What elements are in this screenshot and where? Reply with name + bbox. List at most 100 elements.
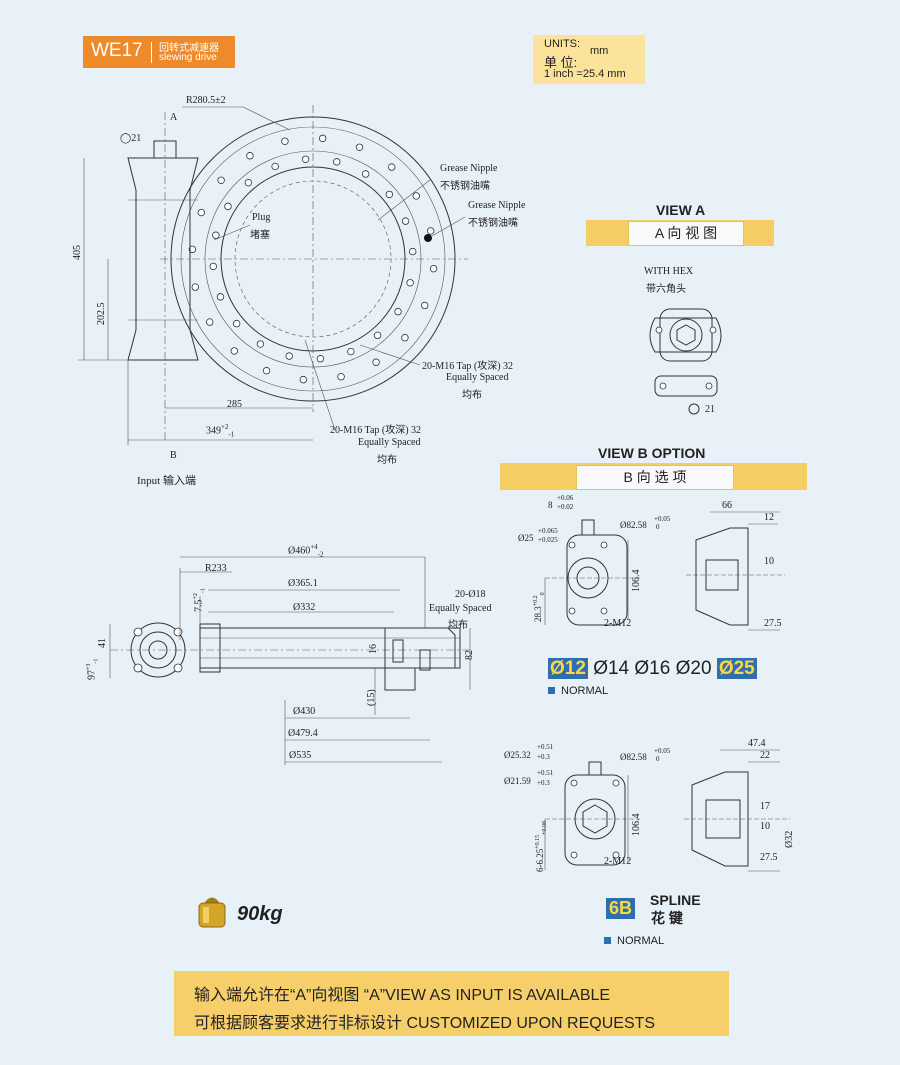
diameter-21-label: ◯21 — [120, 133, 142, 144]
bolt-hole — [409, 247, 417, 256]
opt1-d82-tol-upper: +0.05 — [654, 515, 671, 523]
section-b-label: B — [170, 450, 177, 461]
bolt-hole — [318, 134, 327, 143]
w349-value: 349 — [206, 425, 221, 437]
side-view — [109, 556, 471, 765]
option2-drawing — [544, 749, 790, 872]
bolt-hole — [212, 231, 220, 239]
footer-line-2: 可根据顾客要求进行非标设计 CUSTOMIZED UPON REQUESTS — [194, 1015, 656, 1032]
tap-spec-1-cn: 均布 — [462, 390, 482, 401]
bolt-hole — [232, 319, 241, 328]
view-a-drawing — [649, 308, 722, 415]
bolt-hole — [246, 152, 254, 160]
opt1-d8-tol-upper: +0.06 — [557, 494, 574, 502]
width-285-dim: 285 — [227, 399, 242, 410]
normal-label-2: NORMAL — [617, 935, 665, 947]
bolt-hole — [372, 358, 380, 366]
d7-value: 7.5 — [193, 599, 205, 613]
input-label: Input 输入端 — [137, 475, 196, 487]
opt2-d21-value: Ø21.59 — [504, 776, 531, 786]
bolt-hole — [401, 334, 409, 342]
d7-dim: 7.5+2-1 — [193, 588, 206, 612]
d430-dim: Ø430 — [293, 706, 316, 717]
opt2-d6-tol-upper: +0.15 — [535, 834, 541, 849]
shaft-option-14: Ø14 — [593, 658, 630, 679]
d7-tol-upper: +2 — [193, 593, 199, 600]
opt1-d28-tol-lower: 0 — [539, 592, 546, 596]
product-name-cn: 回转式减速器 — [159, 43, 219, 54]
opt2-d25-tol-lower: +0.3 — [537, 753, 550, 761]
opt2-d6: 6-6.25+0.15+0.08 — [535, 821, 548, 872]
d460-tol-upper: +4 — [310, 543, 318, 551]
bolt-hole — [271, 162, 279, 171]
bolt-hole — [217, 176, 225, 184]
d15-dim: (15) — [366, 689, 377, 706]
bolt-hole — [256, 340, 265, 348]
bolt-hole — [188, 245, 197, 254]
d21-value: 21 — [131, 133, 142, 144]
opt1-d25-value: Ø25 — [518, 533, 534, 543]
model-code: WE17 — [91, 40, 143, 61]
normal-legend-1: NORMAL — [548, 685, 608, 697]
bolt-hole — [244, 178, 253, 187]
d41-dim: 41 — [97, 638, 108, 648]
plug-label-en: Plug — [252, 212, 271, 223]
footer-note: 输入端允许在“A”向视图 “A”VIEW AS INPUT IS AVAILAB… — [174, 971, 729, 1036]
opt2-d82-value: Ø82.58 — [620, 752, 647, 762]
opt2-d82-tol-lower: 0 — [656, 755, 660, 763]
view-b-title: VIEW B OPTION — [598, 445, 706, 461]
normal-marker-icon — [604, 937, 611, 944]
opt1-d28: 28.3+0.20 — [533, 592, 546, 622]
shaft-option-16: Ø16 — [634, 658, 671, 679]
opt2-d25: Ø25.32+0.51+0.3 — [504, 743, 553, 761]
opt1-d8-value: 8 — [548, 500, 553, 510]
worm-housing — [127, 112, 199, 440]
opt1-d82-tol-lower: 0 — [656, 523, 660, 531]
bolt-hole — [426, 227, 435, 235]
grease-nipple-2-en: Grease Nipple — [468, 200, 526, 211]
option1-drawing — [544, 511, 785, 631]
opt1-d106: 106.4 — [631, 569, 642, 593]
opt1-d25-tol-lower: +0.025 — [538, 536, 558, 544]
grease-nipple-marker — [424, 234, 432, 242]
view-b-title-cn: B 向 选 项 — [576, 465, 734, 490]
spline-label-en: SPLINE — [650, 892, 701, 908]
tap-spec-2-spacing: Equally Spaced — [358, 437, 421, 448]
d460-tol-lower: -2 — [317, 550, 324, 559]
bolt-hole — [206, 318, 214, 326]
d97-value: 97 — [86, 670, 98, 680]
top-view-ring — [160, 105, 468, 412]
spline-label-cn: 花 键 — [651, 910, 683, 926]
opt2-d27: 27.5 — [760, 852, 778, 863]
opt2-d10: 10 — [760, 821, 770, 832]
w349-tol-lower: -1 — [228, 430, 235, 439]
bolt-hole — [285, 352, 293, 360]
footer-line-1: 输入端允许在“A”向视图 “A”VIEW AS INPUT IS AVAILAB… — [194, 987, 611, 1004]
bolt-hole — [388, 163, 396, 171]
opt1-d25: Ø25+0.065+0.025 — [518, 527, 558, 544]
bolt-hole — [191, 283, 200, 291]
width-349-dim: 349+2-1 — [206, 423, 234, 438]
weight-icon — [198, 897, 226, 928]
opt1-d10: 10 — [764, 556, 774, 567]
bolt-hole — [347, 347, 355, 356]
opt2-d82-tol-upper: +0.05 — [654, 747, 671, 755]
opt2-d47: 47.4 — [748, 738, 766, 749]
d332-dim: Ø332 — [293, 602, 316, 613]
bolt-hole — [316, 355, 325, 363]
units-label-en: UNITS: — [544, 38, 581, 50]
bolt-hole — [385, 190, 394, 199]
units-box: UNITS: mm 单 位: 1 inch =25.4 mm — [533, 35, 645, 84]
opt2-m12: 2-M12 — [604, 856, 632, 867]
view-a-d21: 21 — [705, 404, 715, 415]
bolt-hole — [299, 375, 308, 384]
units-conversion: 1 inch =25.4 mm — [544, 68, 626, 80]
normal-legend-2: NORMAL — [604, 935, 664, 947]
d7-tol-lower: -1 — [200, 588, 207, 594]
plug-label-cn: 堵塞 — [250, 230, 270, 241]
d535-dim: Ø535 — [289, 750, 312, 761]
bolt-hole — [281, 137, 289, 146]
